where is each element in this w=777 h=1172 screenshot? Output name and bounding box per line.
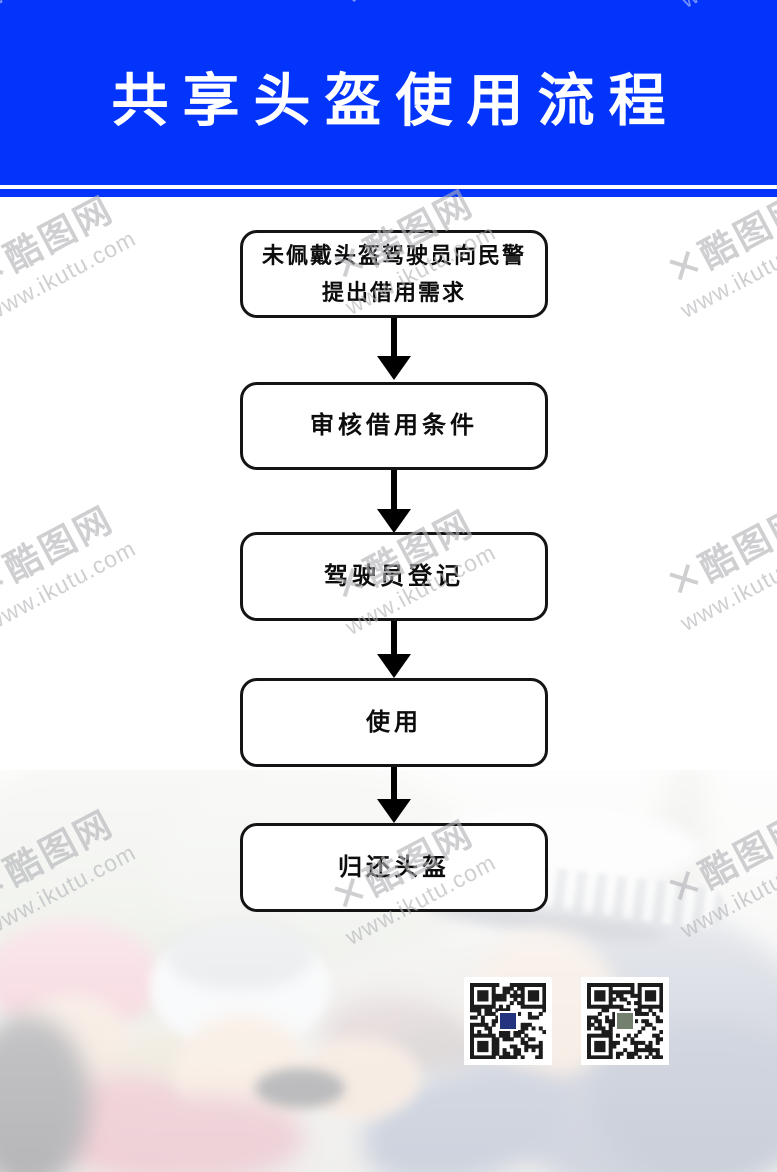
arrow-shaft bbox=[391, 470, 397, 510]
flow-step-label: 审核借用条件 bbox=[310, 412, 478, 439]
arrow-head-icon bbox=[377, 654, 411, 678]
arrow-head-icon bbox=[377, 356, 411, 380]
flow-step-label: 驾驶员登记 bbox=[324, 562, 464, 590]
flow-step-label: 归还头盔 bbox=[338, 853, 450, 881]
flow-step-review: 审核借用条件 bbox=[240, 382, 548, 470]
flow-arrow-2 bbox=[0, 470, 777, 533]
flow-arrow-3 bbox=[0, 621, 777, 678]
qr-code-left bbox=[470, 983, 546, 1059]
qr-code-right bbox=[587, 983, 663, 1059]
header-banner: 共享头盔使用流程 bbox=[0, 0, 777, 197]
flow-arrow-1 bbox=[0, 317, 777, 380]
flow-arrow-4 bbox=[0, 767, 777, 823]
poster-title: 共享头盔使用流程 bbox=[111, 69, 680, 133]
arrow-head-icon bbox=[377, 799, 411, 823]
qr-tile-left bbox=[464, 977, 552, 1065]
arrow-shaft bbox=[391, 621, 397, 655]
flow-step-label: 使用 bbox=[366, 708, 422, 736]
arrow-head-icon bbox=[377, 509, 411, 533]
arrow-shaft bbox=[391, 767, 397, 800]
flow-step-return: 归还头盔 bbox=[240, 823, 548, 912]
qr-left-center-logo bbox=[498, 1011, 518, 1031]
flow-step-use: 使用 bbox=[240, 678, 548, 767]
flow-step-request: 未佩戴头盔驾驶员向民警 提出借用需求 bbox=[240, 230, 548, 318]
header-divider-line bbox=[0, 185, 777, 189]
qr-tile-right bbox=[581, 977, 669, 1065]
flow-step-register: 驾驶员登记 bbox=[240, 532, 548, 621]
arrow-shaft bbox=[391, 317, 397, 357]
flow-step-label: 未佩戴头盔驾驶员向民警 bbox=[261, 243, 526, 268]
flow-step-label: 提出借用需求 bbox=[321, 280, 466, 305]
qr-right-center-logo bbox=[615, 1011, 635, 1031]
watermark: ✕酷图网 www.ikutu.com bbox=[0, 188, 141, 326]
